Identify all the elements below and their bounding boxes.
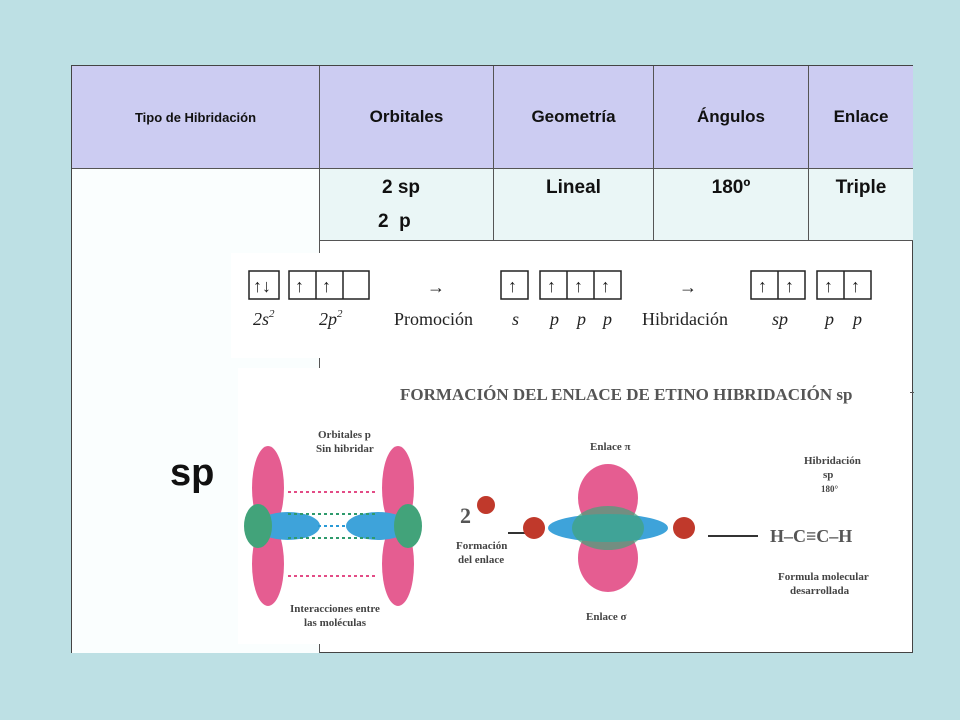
- svg-text:p: p: [548, 309, 559, 329]
- svg-text:Formación: Formación: [456, 540, 507, 552]
- header-angulos: Ángulos: [654, 66, 809, 169]
- arrow-1: →: [427, 277, 445, 297]
- svg-text:H–C≡C–H: H–C≡C–H: [770, 526, 852, 546]
- orbitales-line-1: 2 sp: [382, 177, 421, 198]
- label-promocion: Promoción: [394, 309, 473, 329]
- svg-text:↑: ↑: [322, 276, 331, 296]
- svg-text:↑: ↑: [295, 276, 304, 296]
- formation-svg: FORMACIÓN DEL ENLACE DE ETINO HIBRIDACIÓ…: [244, 385, 869, 629]
- label-2s: 2s2: [253, 308, 275, 329]
- svg-text:p: p: [601, 309, 612, 329]
- svg-text:Formula molecular: Formula molecular: [778, 571, 869, 583]
- header-enlace: Enlace: [809, 66, 913, 169]
- orbitales-line-2: 2 p: [378, 211, 411, 232]
- svg-text:↑: ↑: [758, 276, 767, 296]
- geometria-cell: Lineal: [494, 169, 654, 241]
- label-2p: 2p2: [319, 308, 343, 329]
- angulos-cell: 180º: [654, 169, 809, 241]
- svg-text:Enlace σ: Enlace σ: [586, 611, 627, 623]
- svg-text:del enlace: del enlace: [458, 554, 504, 566]
- label-sp: sp: [772, 309, 788, 329]
- svg-text:Enlace π: Enlace π: [590, 441, 631, 453]
- svg-text:↑: ↑: [574, 276, 583, 296]
- geometria-value: Lineal: [546, 177, 601, 198]
- orbitales-cell: 2 sp 2 p: [320, 169, 494, 241]
- svg-text:Hibridación: Hibridación: [804, 455, 861, 467]
- header-geometria: Geometría: [494, 66, 654, 169]
- ethyne-formation-figure: FORMACIÓN DEL ENLACE DE ETINO HIBRIDACIÓ…: [238, 368, 910, 644]
- svg-text:Orbitales p: Orbitales p: [318, 429, 371, 441]
- svg-text:desarrollada: desarrollada: [790, 585, 850, 597]
- svg-text:↑: ↑: [785, 276, 794, 296]
- svg-text:2: 2: [460, 503, 471, 528]
- svg-text:Sin hibridar: Sin hibridar: [316, 443, 374, 455]
- header-tipo: Tipo de Hibridación: [72, 66, 320, 169]
- svg-text:↑↓: ↑↓: [253, 276, 271, 296]
- hybridization-type-label: sp: [170, 452, 215, 494]
- svg-text:p: p: [823, 309, 834, 329]
- arrow-2: →: [679, 277, 697, 297]
- svg-text:Interacciones entre: Interacciones entre: [290, 603, 380, 615]
- svg-text:↑: ↑: [851, 276, 860, 296]
- angulos-value: 180º: [711, 177, 751, 198]
- svg-text:sp: sp: [823, 469, 833, 481]
- figure-title: FORMACIÓN DEL ENLACE DE ETINO HIBRIDACIÓ…: [400, 385, 852, 404]
- svg-text:las moléculas: las moléculas: [304, 617, 367, 629]
- svg-text:↑: ↑: [824, 276, 833, 296]
- svg-text:↑: ↑: [547, 276, 556, 296]
- svg-text:p: p: [851, 309, 862, 329]
- enlace-cell: Triple: [809, 169, 913, 241]
- enlace-value: Triple: [835, 177, 887, 198]
- svg-text:↑: ↑: [601, 276, 610, 296]
- svg-text:180°: 180°: [821, 484, 839, 494]
- svg-text:↑: ↑: [508, 276, 517, 296]
- header-orbitales: Orbitales: [320, 66, 494, 169]
- svg-text:s: s: [512, 309, 519, 329]
- label-hibridacion: Hibridación: [642, 309, 728, 329]
- svg-text:p: p: [575, 309, 586, 329]
